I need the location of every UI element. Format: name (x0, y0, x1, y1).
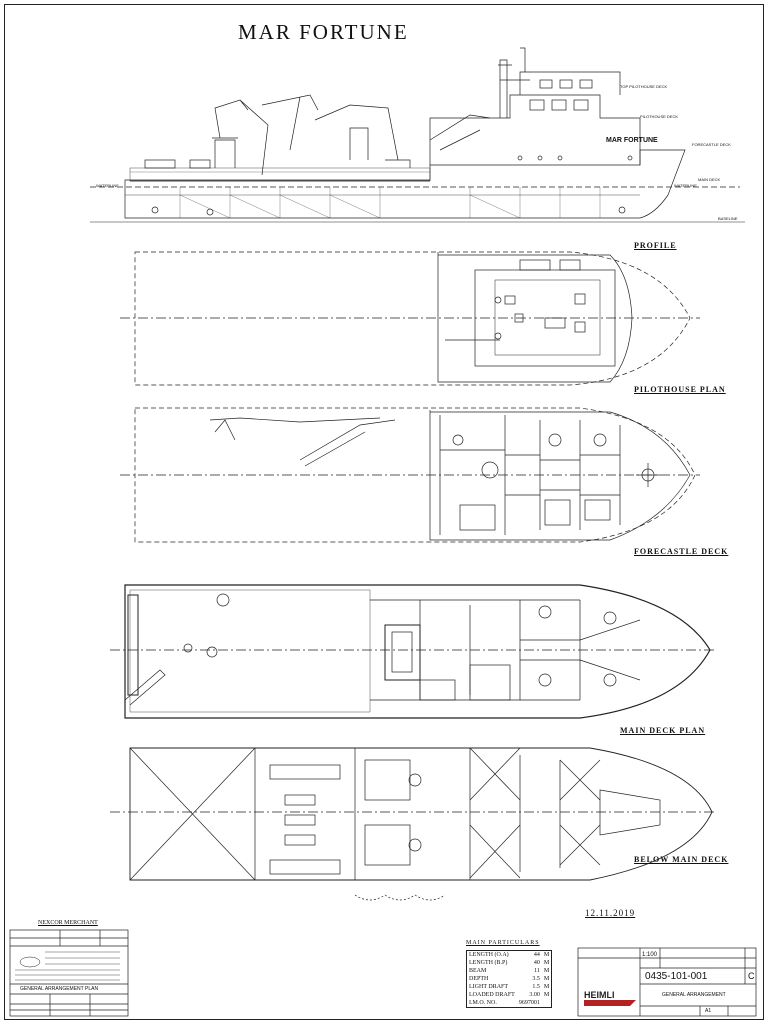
drawing-date: 12.11.2019 (585, 908, 636, 918)
label-baseline: BASELINE (718, 216, 738, 221)
particular-value: 44 (533, 952, 540, 958)
caption-profile: PROFILE (634, 241, 677, 250)
approval-stamp-block (9, 929, 129, 1017)
main-particulars-heading: MAIN PARTICULARS (466, 940, 540, 946)
particular-unit: M (543, 968, 550, 974)
title-block-drawing-title: GENERAL ARRANGEMENT (662, 992, 726, 998)
drawing-title: MAR FORTUNE (238, 20, 409, 44)
particular-unit: M (543, 992, 550, 998)
particular-unit: M (543, 976, 550, 982)
particular-name: I.M.O. NO. (469, 1000, 497, 1006)
particular-unit: M (543, 960, 550, 966)
forecastle-deck-view (120, 407, 700, 543)
profile-view (90, 47, 745, 223)
drawing-number: 0435-101-001 (645, 971, 708, 982)
particular-name: BEAM (469, 968, 487, 974)
label-main-deck: MAIN DECK (698, 177, 721, 182)
particular-value: 3.00 (529, 992, 540, 998)
below-main-deck-view (110, 747, 715, 901)
title-block (577, 947, 757, 1017)
scale: 1:100 (642, 952, 658, 958)
particular-name: LOADED DRAFT (469, 992, 515, 998)
particular-unit: M (543, 984, 550, 990)
hull-name-marking: MAR FORTUNE (606, 137, 658, 144)
pilothouse-plan-view (120, 251, 700, 386)
main-deck-plan-view (110, 584, 715, 719)
approval-drawing-title: GENERAL ARRANGEMENT PLAN (20, 986, 99, 992)
vessel-class: NEXCOR MERCHANT (38, 920, 98, 926)
particulars-row: I.M.O. NO. 9697001 (467, 999, 552, 1008)
particular-value: 11 (534, 968, 540, 974)
caption-forecastle-deck: FORECASTLE DECK (634, 547, 729, 556)
caption-pilothouse-plan: PILOTHOUSE PLAN (634, 385, 726, 394)
caption-main-deck-plan: MAIN DECK PLAN (620, 726, 706, 735)
particular-value: 3.5 (532, 976, 540, 982)
label-forecastle-deck: FORECASTLE DECK (692, 142, 731, 147)
label-top-pilothouse-deck: TOP PILOTHOUSE DECK (620, 84, 668, 89)
particular-unit: M (543, 952, 550, 958)
particular-value: 9697001 (518, 1000, 540, 1006)
sheet-size: A1 (705, 1008, 712, 1014)
label-waterline-fwd: WATERLINE (674, 183, 697, 188)
revision: C (748, 971, 755, 981)
particular-name: LIGHT DRAFT (469, 984, 509, 990)
particular-value: 40 (533, 960, 540, 966)
drawing-sheet-border (4, 4, 764, 1020)
particular-name: DEPTH (469, 976, 489, 982)
particular-value: 1.5 (532, 984, 540, 990)
heimli-logo-mark (584, 1000, 636, 1006)
particular-name: LENGTH (B.P) (469, 960, 508, 966)
particular-name: LENGTH (O.A) (469, 952, 509, 958)
label-pilothouse-deck: PILOTHOUSE DECK (640, 114, 679, 119)
particular-unit (542, 999, 552, 1008)
caption-below-main-deck: BELOW MAIN DECK (634, 855, 729, 864)
label-waterline-aft: WATERLINE (96, 183, 119, 188)
company-logo-text: HEIMLI (584, 990, 615, 1000)
